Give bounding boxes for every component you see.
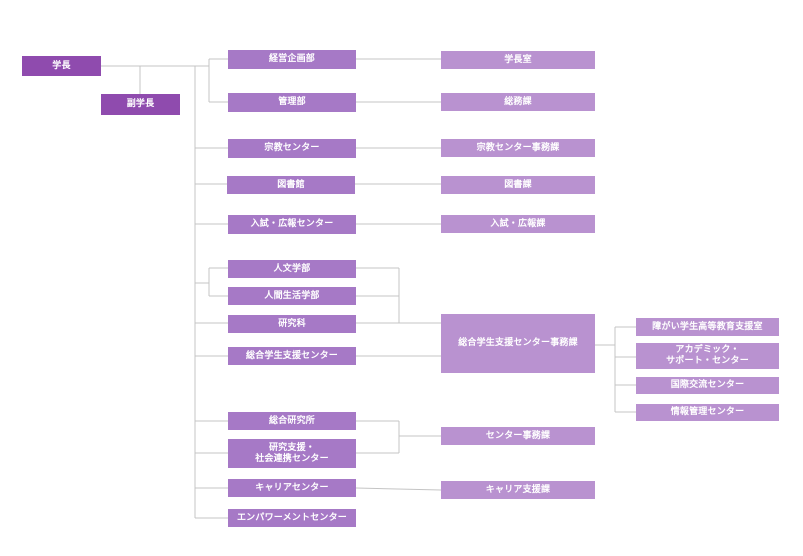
office-center-jimu: センター事務課	[441, 427, 595, 445]
office-nyushi-koho: 入試・広報課	[441, 215, 595, 233]
support-academic-support-center: アカデミック・ サポート・センター	[636, 343, 779, 369]
office-career-shien: キャリア支援課	[441, 481, 595, 499]
office-tosho: 図書課	[441, 176, 595, 194]
office-shukyo-jimu: 宗教センター事務課	[441, 139, 595, 157]
dept-jinbun-gakubu: 人文学部	[228, 260, 356, 278]
office-gakucho-shitsu: 学長室	[441, 51, 595, 69]
dept-shukyo-center: 宗教センター	[228, 139, 356, 158]
dept-ningen-seikatsu-gakubu: 人間生活学部	[228, 287, 356, 305]
dept-sogo-gakusei-shien-center: 総合学生支援センター	[228, 347, 356, 365]
dept-sogo-kenkyujo: 総合研究所	[228, 412, 356, 430]
support-kokusai-koryu-center: 国際交流センター	[636, 377, 779, 394]
support-joho-kanri-center: 情報管理センター	[636, 404, 779, 421]
support-shogai-gakusei: 障がい学生高等教育支援室	[636, 318, 779, 336]
dept-toshokan: 図書館	[227, 176, 355, 194]
dept-kenkyuka: 研究科	[228, 315, 356, 333]
dept-empowerment-center: エンパワーメントセンター	[228, 509, 356, 527]
president-box: 学長	[22, 56, 101, 76]
dept-career-center: キャリアセンター	[228, 479, 356, 497]
dept-nyushi-koho-center: 入試・広報センター	[228, 215, 356, 234]
dept-kanri: 管理部	[228, 93, 356, 112]
dept-kenkyu-shien-center: 研究支援・ 社会連携センター	[228, 439, 356, 468]
office-sogo-gakusei-jimu: 総合学生支援センター事務課	[441, 314, 595, 373]
office-somu: 総務課	[441, 93, 595, 111]
dept-keiei-kikaku: 経営企画部	[228, 50, 356, 69]
vice-president-box: 副学長	[101, 94, 180, 115]
